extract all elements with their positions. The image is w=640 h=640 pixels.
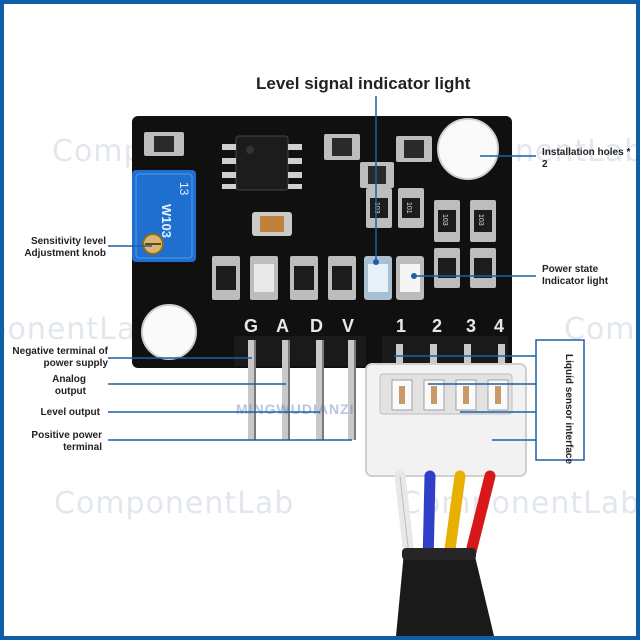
label-analog-output: Analog output [52,374,86,397]
pin-label-v: V [342,316,354,336]
label-installation-holes: Installation holes * 2 [542,147,631,170]
label-level-output: Level output [40,407,100,418]
label-negative-terminal: Negative terminal of power supply [12,346,108,369]
brand-watermark: MINGWUDIANZI [236,401,355,417]
resistor-code: 101 [405,202,412,214]
connector-number-1: 1 [396,316,406,336]
pot-number: 13 [177,182,191,196]
pin-label-g: G [244,316,258,336]
label-power-state: Power state Indicator light [542,264,609,287]
label-sensitivity: Sensitivity level Adjustment knob [24,236,106,259]
resistor-code: 103 [441,214,448,226]
mounting-hole-bottom-left [141,304,197,360]
resistor-code: 103 [477,214,484,226]
connector-number-4: 4 [494,316,504,336]
pin-label-d: D [310,316,323,336]
watermark: ComponentLab [400,486,640,521]
connector-number-2: 2 [432,316,442,336]
watermark: ComponentLab [4,312,157,347]
title-level-signal: Level signal indicator light [256,74,471,93]
watermark: ComponentLab [54,486,295,521]
mounting-hole-top-right [437,118,499,180]
interface-box [535,339,585,461]
pcb-board [132,116,512,368]
watermark: ComponentLab [564,312,636,347]
pin-label-a: A [276,316,289,336]
label-liquid-interface: Liquid sensor interface [563,354,574,465]
cable-sheath [396,552,494,636]
sensor-module-illustration: W103 13 103 101 103 103 [108,96,585,636]
pot-text: W103 [159,204,174,238]
connector-number-3: 3 [466,316,476,336]
label-positive-terminal: Positive power terminal [31,430,102,453]
ic-chip [235,135,289,191]
